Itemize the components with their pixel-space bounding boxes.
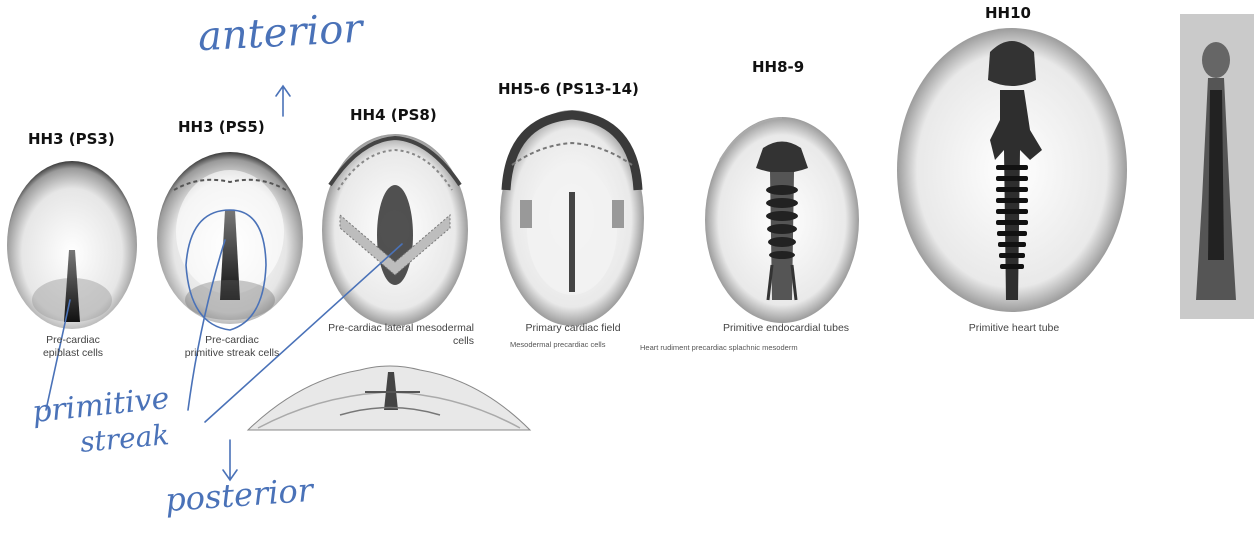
caption-hh10: Primitive heart tube (942, 322, 1086, 335)
subcaption-hh5-6: Mesodermal precardiac cells (510, 340, 605, 349)
embryo-cross-section (248, 366, 530, 430)
stage-title-hh10: HH10 (985, 4, 1031, 22)
embryo-hh3-ps5 (157, 152, 303, 324)
caption-hh4-ps8: Pre-cardiac lateral mesodermal cells (292, 322, 474, 348)
caption-hh3-ps5: Pre-cardiac primitive streak cells (162, 334, 302, 360)
stage-title-hh3-ps5: HH3 (PS5) (178, 118, 265, 136)
arrow-posterior (223, 440, 237, 480)
caption-hh5-6: Primary cardiac field (508, 322, 638, 335)
embryo-hh5-6 (500, 110, 644, 326)
embryo-hh10 (897, 28, 1127, 312)
stage-title-hh3-ps3: HH3 (PS3) (28, 130, 115, 148)
stage-title-hh4-ps8: HH4 (PS8) (350, 106, 437, 124)
caption-hh8-9: Primitive endocardial tubes (698, 322, 874, 335)
caption-hh3-ps3: Pre-cardiac epiblast cells (18, 334, 128, 360)
embryo-late-stage (1180, 14, 1254, 319)
arrow-anterior (276, 86, 290, 116)
stage-title-hh5-6: HH5-6 (PS13-14) (498, 80, 639, 98)
subcaption-hh8-9: Heart rudiment precardiac splachnic meso… (640, 343, 798, 352)
embryo-hh3-ps3 (7, 161, 137, 329)
annotation-anterior: anterior (197, 6, 364, 61)
embryo-hh8-9 (705, 117, 859, 323)
stage-title-hh8-9: HH8-9 (752, 58, 804, 76)
